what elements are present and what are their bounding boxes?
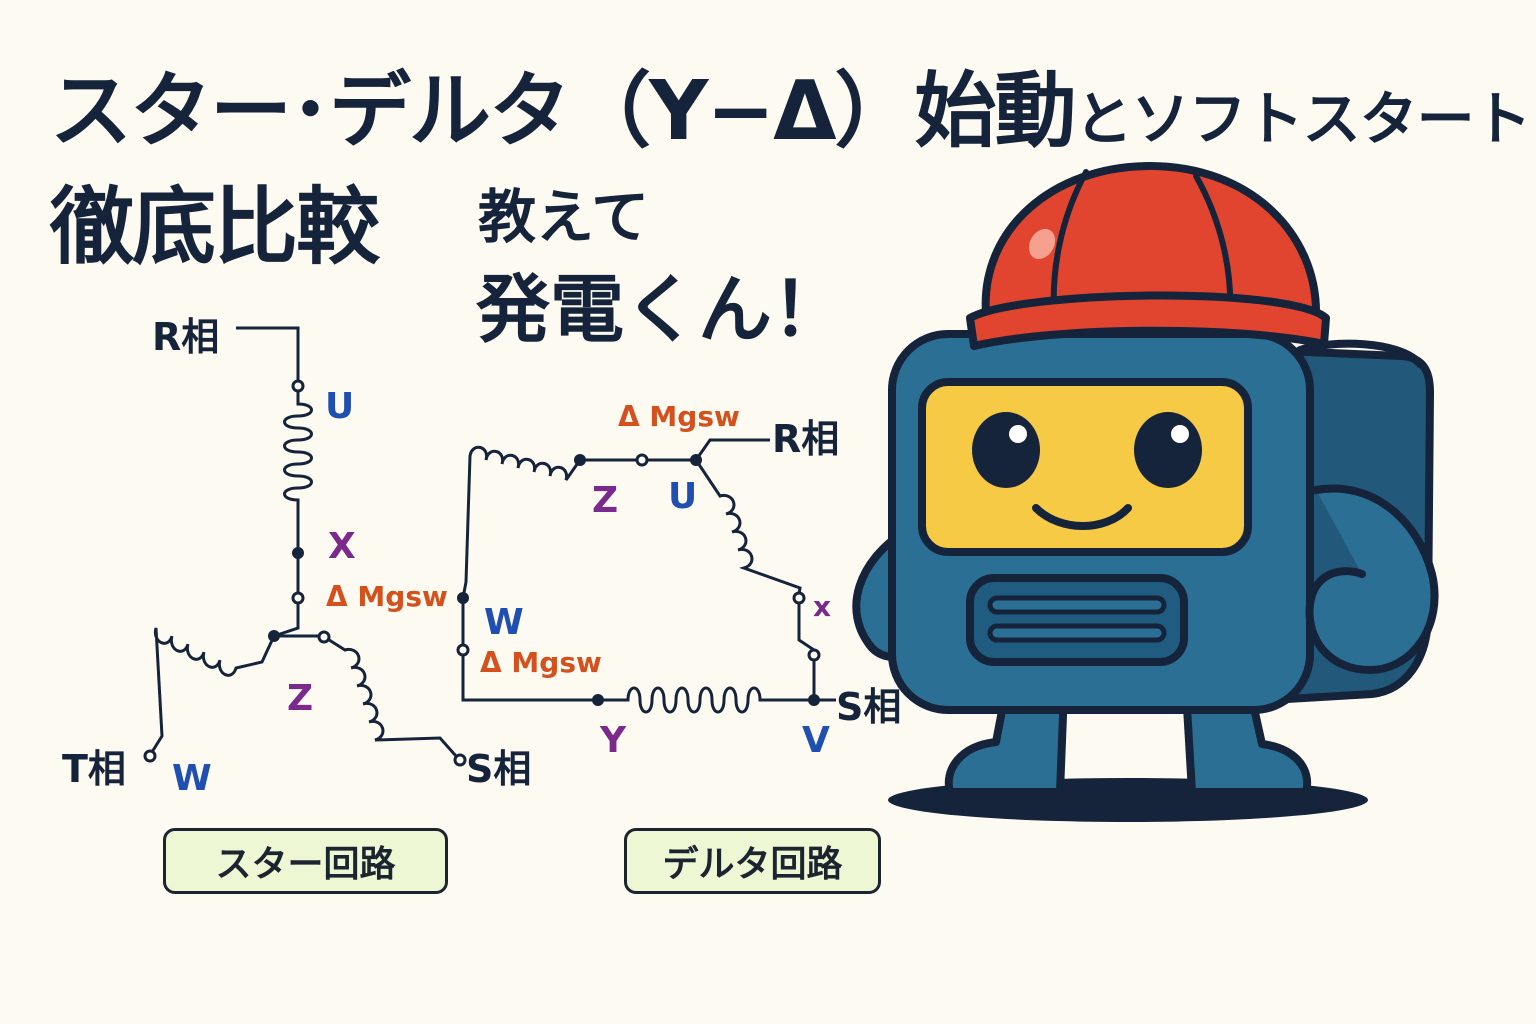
generator-mascot-icon [852, 162, 1439, 822]
delta-node-z [574, 454, 586, 466]
delta-node-v [808, 694, 820, 706]
delta-mgsw-top-label: Δ Mgsw [618, 400, 740, 433]
star-coil-ux [283, 392, 313, 553]
delta-mgsw-left-label: Δ Mgsw [480, 646, 602, 679]
title-main: スター･デルタ（Y−Δ）始動 [50, 64, 1077, 159]
mascot-vent-slot-2 [987, 623, 1167, 643]
star-z-label: Z [287, 678, 313, 719]
delta-circuit [461, 438, 836, 714]
star-coil-s [325, 636, 458, 757]
delta-nodes [456, 453, 821, 706]
delta-node-u [690, 454, 702, 466]
star-coil-t [150, 627, 276, 753]
star-center-link [273, 602, 300, 638]
delta-node-w [457, 592, 469, 604]
star-nodes [143, 379, 467, 767]
delta-circuit-caption: デルタ回路 [624, 828, 881, 894]
star-node-s [453, 753, 467, 767]
star-x-label: X [328, 526, 356, 567]
delta-w-label: W [484, 602, 524, 643]
star-circuit-caption: スター回路 [163, 828, 448, 894]
delta-x-label: x [813, 590, 831, 623]
delta-right-upper [797, 602, 815, 652]
mascot-right-eye [1134, 412, 1202, 488]
mascot-smile [1032, 504, 1132, 530]
star-u-label: U [325, 386, 354, 427]
delta-z-label: Z [592, 480, 618, 521]
star-w-label: W [172, 758, 212, 799]
delta-y-label: Y [599, 720, 627, 761]
star-node-center [268, 630, 280, 642]
star-phase-r-label: R相 [152, 315, 219, 359]
star-node-t [143, 749, 157, 763]
mascot-handle [1296, 339, 1424, 368]
delta-u-label: U [668, 476, 697, 517]
mascot-left-leg [944, 686, 1068, 796]
delta-node-x [792, 591, 806, 605]
star-mgsw-label: Δ Mgsw [326, 580, 448, 613]
delta-phase-s-label: S相 [836, 685, 901, 729]
delta-coil-zw [461, 445, 582, 599]
delta-phase-r-label: R相 [772, 417, 839, 461]
star-node-x [292, 547, 304, 559]
delta-top-right-wire [648, 438, 770, 462]
delta-v-label: V [802, 720, 830, 761]
delta-left-lower [461, 656, 598, 702]
star-node-u [291, 379, 305, 393]
delta-coil-ux [694, 459, 802, 595]
title-line-2: 徹底比較 [50, 178, 380, 276]
star-circuit [150, 326, 458, 757]
mascot-right-arm [1305, 484, 1439, 674]
star-phase-t-label: T相 [62, 747, 126, 791]
subtitle-line-2: 発電くん！ [476, 267, 846, 353]
mascot-right-leg [1182, 686, 1312, 796]
star-node-mgsw [291, 591, 305, 605]
mascot-left-eye [972, 412, 1040, 488]
subtitle-line-1: 教えて [478, 183, 650, 251]
star-node-right [317, 630, 331, 644]
mascot-right-eye-shine [1171, 425, 1189, 443]
hard-hat-icon [966, 162, 1330, 350]
delta-node-mgsw-top [635, 453, 649, 467]
mascot-vent [966, 574, 1188, 666]
title-line-1: スター･デルタ（Y−Δ）始動とソフトスタート [50, 44, 1532, 163]
delta-caption-text: デルタ回路 [662, 844, 843, 885]
hat-brim [966, 291, 1330, 350]
delta-coil-yv [598, 686, 814, 714]
hat-shine [1028, 228, 1056, 260]
delta-node-mgsw-left [456, 643, 470, 657]
delta-node-right [807, 648, 821, 662]
delta-node-y [592, 694, 604, 706]
mascot-left-eye-shine [1009, 425, 1027, 443]
star-r-line [236, 326, 300, 382]
title-small: とソフトスタート [1074, 85, 1532, 153]
star-phase-s-label: S相 [466, 747, 531, 791]
delta-right-lower [812, 660, 836, 702]
star-caption-text: スター回路 [215, 844, 396, 885]
mascot-vent-slot-1 [987, 595, 1167, 615]
